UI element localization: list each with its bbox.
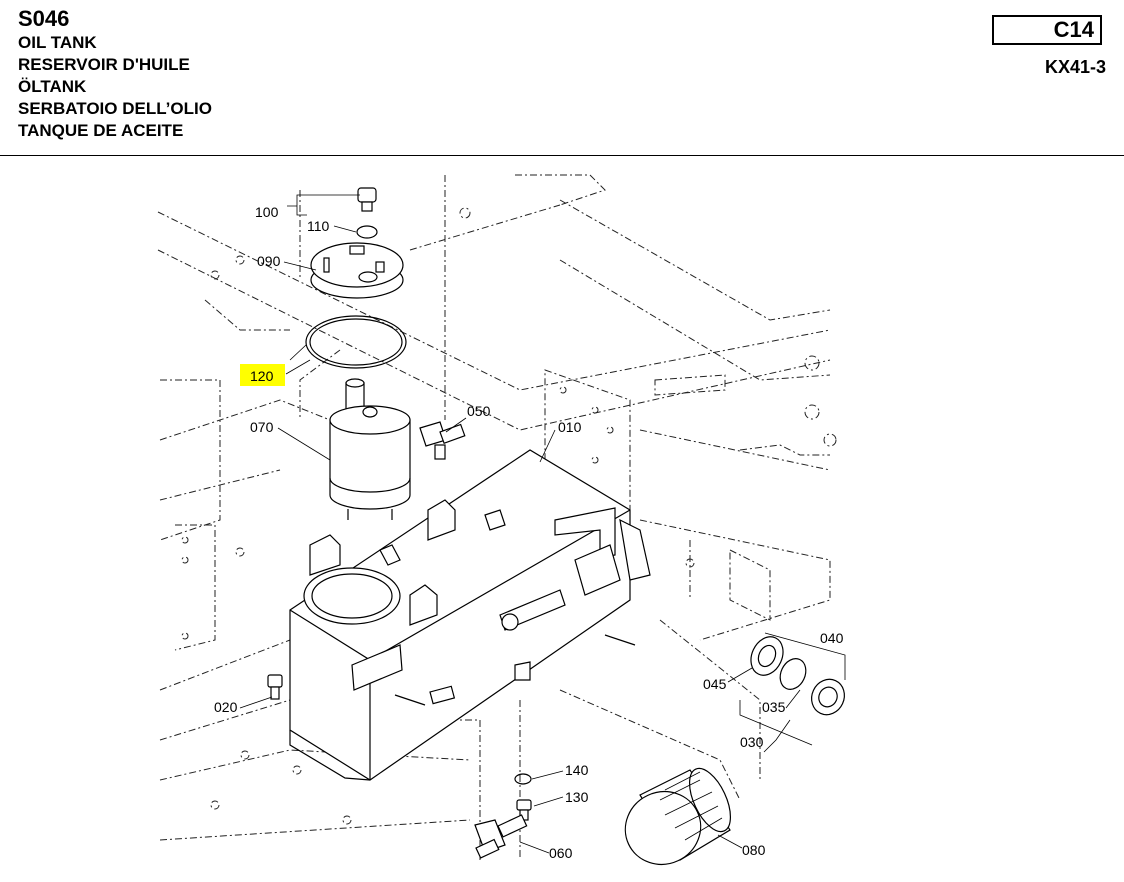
callout-040: 040 <box>820 630 844 646</box>
washer <box>514 773 532 785</box>
drain-plug <box>516 799 532 821</box>
callout-100: 100 <box>255 204 279 220</box>
breather-plug <box>357 187 377 212</box>
header: S046 OIL TANK RESERVOIR D'HUILE ÖLTANK S… <box>18 6 212 142</box>
section-badge: C14 <box>992 15 1102 45</box>
drain-cap-set <box>739 632 846 746</box>
callout-090: 090 <box>257 253 281 269</box>
o-ring-small <box>356 225 378 239</box>
title-fr: RESERVOIR D'HUILE <box>18 55 190 74</box>
callout-080: 080 <box>742 842 766 858</box>
callout-030: 030 <box>740 734 764 750</box>
callout-140: 140 <box>565 762 589 778</box>
tee-fitting <box>474 814 528 859</box>
oil-tank-body <box>289 449 651 781</box>
title-es: TANQUE DE ACEITE <box>18 121 184 140</box>
callout-050: 050 <box>467 403 491 419</box>
gasket-large <box>305 315 407 369</box>
tank-cap <box>310 242 404 299</box>
callout-130: 130 <box>565 789 589 805</box>
callout-110: 110 <box>307 218 330 234</box>
callout-060: 060 <box>549 845 573 861</box>
callout-035: 035 <box>762 699 786 715</box>
header-divider <box>0 155 1124 156</box>
mounting-bolt <box>267 674 283 700</box>
callout-120: 120 <box>250 368 274 384</box>
elbow-fitting <box>419 421 466 460</box>
strainer-element <box>329 378 411 520</box>
callout-010: 010 <box>558 419 582 435</box>
section-code: S046 <box>18 6 70 31</box>
leader-lines <box>239 194 801 854</box>
callout-020: 020 <box>214 699 238 715</box>
callout-highlight <box>240 364 285 386</box>
chassis-frame <box>157 174 837 860</box>
callout-045: 045 <box>703 676 727 692</box>
suction-filter <box>624 767 732 865</box>
title-de: ÖLTANK <box>18 77 87 96</box>
title-it: SERBATOIO DELL’OLIO <box>18 99 212 118</box>
model-number: KX41-3 <box>1044 57 1106 77</box>
callout-070: 070 <box>250 419 274 435</box>
title-en: OIL TANK <box>18 33 97 52</box>
